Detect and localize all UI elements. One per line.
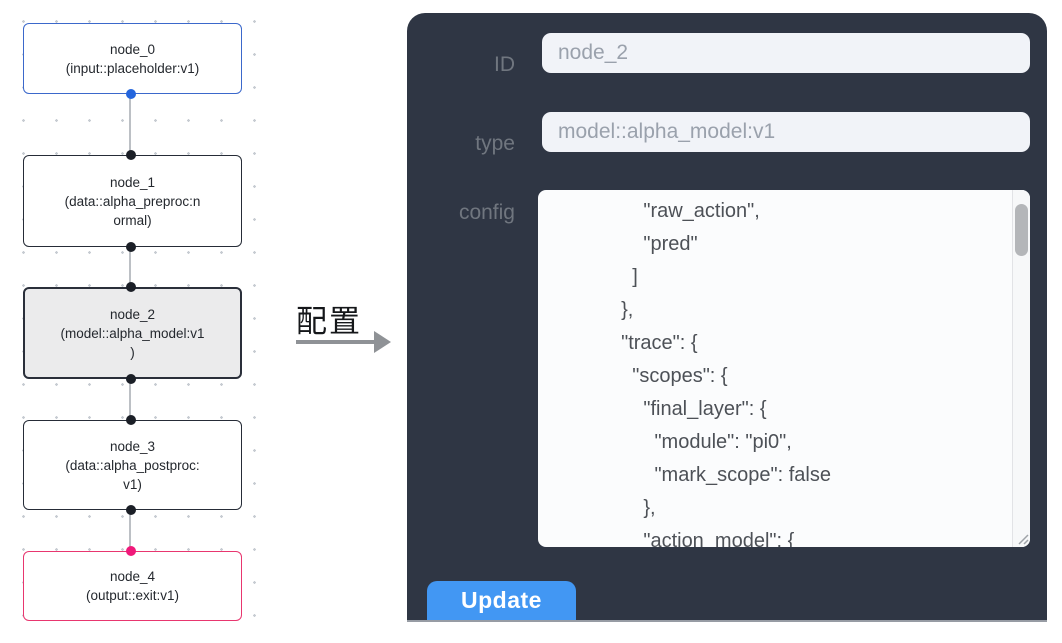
port-node_1-out[interactable] (126, 242, 136, 252)
arrow-right-icon (374, 331, 391, 353)
config-scrollbar-track[interactable] (1012, 190, 1030, 547)
type-field-label: type (475, 132, 515, 155)
node-subtitle-line: ) (130, 344, 135, 360)
port-node_3-in[interactable] (126, 415, 136, 425)
node-subtitle-line: (output::exit:v1) (85, 588, 180, 603)
edge-node0-node1 (129, 94, 131, 155)
node-title: node_2 (109, 306, 156, 322)
port-node_2-in[interactable] (126, 282, 136, 292)
edge-node2-node3 (129, 379, 131, 420)
config-scrollbar-thumb[interactable] (1015, 204, 1028, 256)
node-node_4[interactable]: node_4 (output::exit:v1) (23, 551, 242, 621)
node-node_0[interactable]: node_0 (input::placeholder:v1) (23, 23, 242, 94)
node-subtitle-line: (model::alpha_model:v1 (60, 325, 205, 341)
node-node_2-selected[interactable]: node_2 (model::alpha_model:v1 ) (23, 287, 242, 379)
id-field-label: ID (494, 53, 515, 76)
node-subtitle-line: (input::placeholder:v1) (65, 60, 200, 76)
config-field-label: config (458, 201, 515, 224)
resize-grip-icon[interactable] (1015, 531, 1029, 545)
edge-node1-node2 (129, 247, 131, 287)
config-json-text: "raw_action", "pred" ] }, "trace": { "sc… (621, 200, 831, 547)
type-input[interactable] (542, 112, 1030, 152)
port-node_0-out[interactable] (126, 89, 136, 99)
node-subtitle-line: ormal) (113, 212, 152, 228)
node-title: node_0 (109, 41, 156, 57)
config-textarea[interactable]: "raw_action", "pred" ] }, "trace": { "sc… (538, 190, 1030, 547)
node-subtitle-line: (data::alpha_preproc:n (64, 193, 201, 209)
update-button[interactable]: Update (427, 581, 576, 620)
node-title: node_3 (109, 438, 156, 454)
port-node_1-in[interactable] (126, 150, 136, 160)
arrow-line (296, 340, 376, 344)
node-node_3[interactable]: node_3 (data::alpha_postproc: v1) (23, 420, 242, 510)
node-config-panel: ID type config "raw_action", "pred" ] },… (407, 13, 1047, 622)
port-node_2-out[interactable] (126, 374, 136, 384)
node-title: node_1 (109, 174, 156, 190)
port-node_3-out[interactable] (126, 505, 136, 515)
configure-caption: 配置 (296, 304, 362, 339)
port-node_4-in[interactable] (126, 546, 136, 556)
id-input[interactable] (542, 33, 1030, 73)
node-subtitle-line: v1) (123, 476, 142, 492)
node-node_1[interactable]: node_1 (data::alpha_preproc:n ormal) (23, 155, 242, 247)
node-subtitle-line: (data::alpha_postproc: (65, 457, 200, 473)
edge-node3-node4 (129, 510, 131, 551)
node-title: node_4 (109, 569, 156, 584)
